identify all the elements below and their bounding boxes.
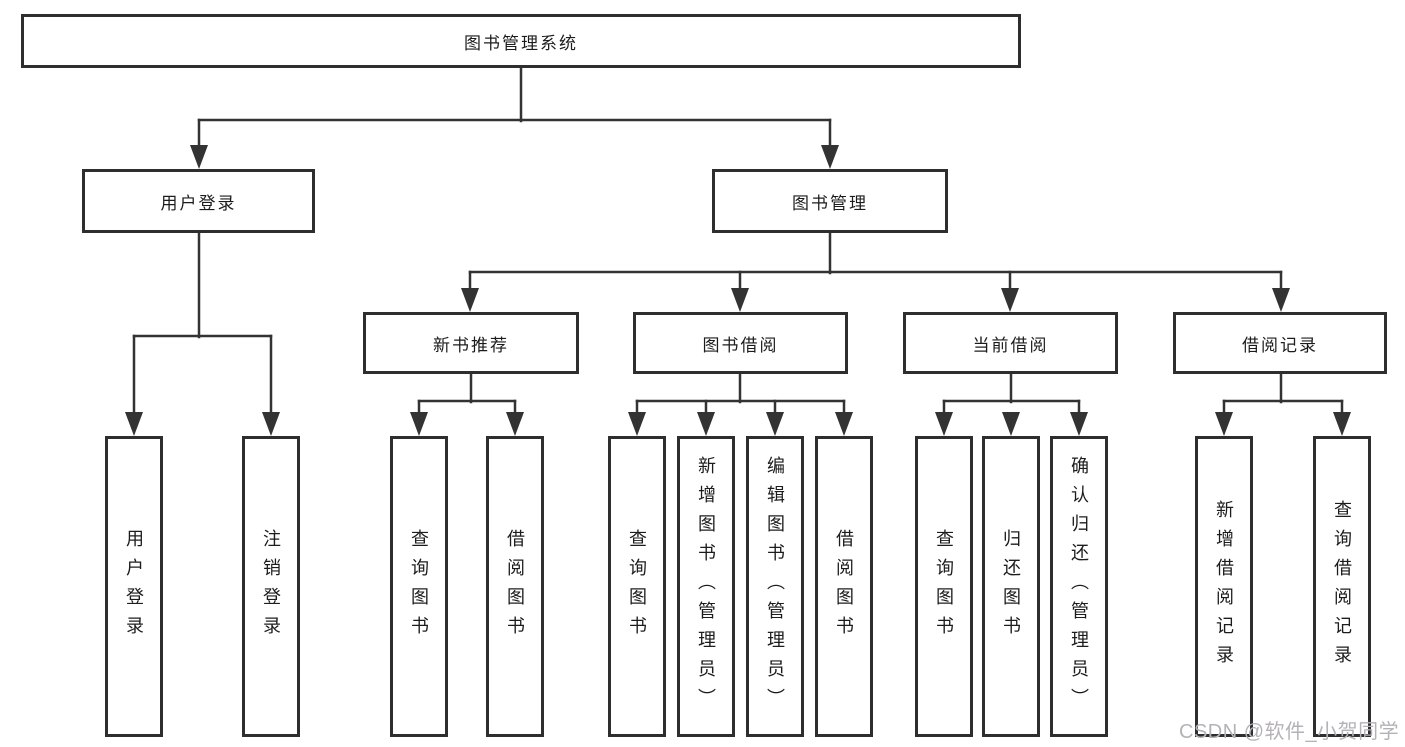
node-label: 注销登录 bbox=[261, 528, 281, 645]
leaf-confirm-return-admin: 确认归还（管理员） bbox=[1050, 436, 1108, 737]
leaf-return-books: 归还图书 bbox=[982, 436, 1040, 737]
node-current-borrow: 当前借阅 bbox=[903, 312, 1118, 374]
node-label: 归还图书 bbox=[1001, 528, 1021, 645]
node-label: 查询图书 bbox=[627, 528, 647, 645]
node-label: 借阅记录 bbox=[1242, 335, 1318, 355]
node-label: 编辑图书（管理员） bbox=[765, 456, 785, 717]
csdn-watermark: CSDN @软件_小贺同学 bbox=[1179, 721, 1400, 743]
node-user-login: 用户登录 bbox=[82, 169, 315, 233]
leaf-add-books-admin: 新增图书（管理员） bbox=[677, 436, 735, 737]
leaf-edit-books-admin: 编辑图书（管理员） bbox=[746, 436, 804, 737]
leaf-logout: 注销登录 bbox=[242, 436, 300, 737]
node-label: 用户登录 bbox=[124, 528, 144, 645]
node-label: 新增图书（管理员） bbox=[696, 456, 716, 717]
node-label: 当前借阅 bbox=[972, 335, 1049, 355]
node-label: 用户登录 bbox=[160, 193, 237, 213]
leaf-query-borrow-record: 查询借阅记录 bbox=[1313, 436, 1371, 737]
node-label: 新书推荐 bbox=[433, 335, 509, 355]
node-label: 查询借阅记录 bbox=[1332, 499, 1352, 674]
node-label: 查询图书 bbox=[934, 528, 954, 645]
leaf-query-books-recommend: 查询图书 bbox=[390, 436, 448, 737]
node-book-borrow: 图书借阅 bbox=[633, 312, 848, 374]
leaf-add-borrow-record: 新增借阅记录 bbox=[1195, 436, 1253, 737]
node-label: 确认归还（管理员） bbox=[1069, 456, 1089, 717]
node-label: 借阅图书 bbox=[505, 528, 525, 645]
leaf-query-books-borrow: 查询图书 bbox=[608, 436, 666, 737]
node-label: 图书管理 bbox=[792, 193, 868, 213]
node-label: 图书借阅 bbox=[702, 335, 779, 355]
node-label: 图书管理系统 bbox=[464, 33, 578, 53]
node-new-book-recommend: 新书推荐 bbox=[363, 312, 579, 374]
node-label: 新增借阅记录 bbox=[1214, 499, 1234, 674]
leaf-borrow-books-recommend: 借阅图书 bbox=[486, 436, 544, 737]
node-label: 借阅图书 bbox=[834, 528, 854, 645]
node-borrow-records: 借阅记录 bbox=[1173, 312, 1387, 374]
leaf-query-books-current: 查询图书 bbox=[915, 436, 973, 737]
leaf-borrow-books: 借阅图书 bbox=[815, 436, 873, 737]
leaf-user-login: 用户登录 bbox=[105, 436, 163, 737]
node-book-management: 图书管理 bbox=[712, 169, 948, 233]
node-label: 查询图书 bbox=[409, 528, 429, 645]
node-root-system: 图书管理系统 bbox=[21, 14, 1021, 68]
